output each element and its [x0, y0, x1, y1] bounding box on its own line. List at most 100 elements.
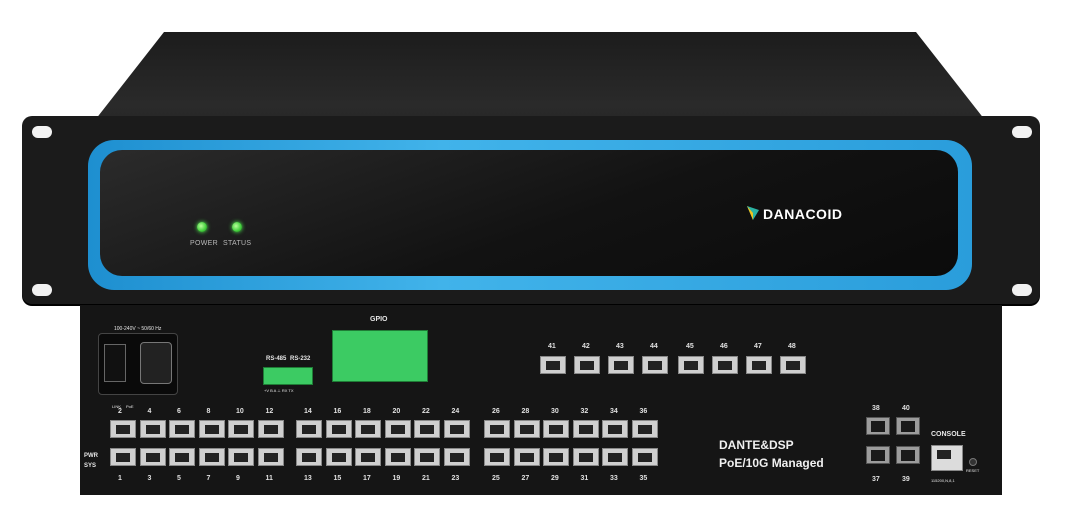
rj45-port-top[interactable]	[414, 420, 440, 438]
port-number-label: 31	[580, 475, 589, 482]
product-name-line2: PoE/10G Managed	[719, 456, 824, 470]
port-number-label: 4	[147, 408, 152, 415]
port-number-label: 19	[392, 475, 401, 482]
rj45-port-bottom[interactable]	[384, 448, 411, 466]
port-number-label: 42	[582, 343, 590, 350]
port-number-label: 35	[639, 475, 648, 482]
rj45-port-top[interactable]	[572, 420, 599, 438]
rj45-port-bottom[interactable]	[414, 448, 440, 466]
back-panel	[80, 305, 1002, 495]
port-number-label: 46	[720, 343, 728, 350]
rj45-port-bottom[interactable]	[325, 448, 352, 466]
port-number-label: 47	[754, 343, 762, 350]
poe-led-label: PoE	[126, 404, 134, 409]
rj45-port-top[interactable]	[296, 420, 322, 438]
rj45-port-upper[interactable]	[780, 356, 806, 374]
pwr-label: PWR	[84, 453, 98, 459]
console-label: CONSOLE	[931, 431, 966, 438]
rj45-port-top[interactable]	[110, 420, 136, 438]
sfp-port-top[interactable]	[866, 417, 890, 435]
rj45-port-upper[interactable]	[678, 356, 704, 374]
port-number-label: 22	[422, 408, 430, 415]
rj45-port-bottom[interactable]	[110, 448, 136, 466]
rj45-port-top[interactable]	[325, 420, 352, 438]
rj45-port-bottom[interactable]	[198, 448, 225, 466]
rj45-port-top[interactable]	[513, 420, 540, 438]
rj45-port-bottom[interactable]	[484, 448, 510, 466]
rj45-port-upper[interactable]	[540, 356, 566, 374]
rj45-port-top[interactable]	[257, 420, 284, 438]
rj45-port-bottom[interactable]	[602, 448, 628, 466]
port-number-label: 28	[521, 408, 530, 415]
rack-ear-hole	[32, 284, 52, 296]
console-baud: 115200,N,8,1	[931, 478, 955, 483]
rj45-port-top[interactable]	[228, 420, 254, 438]
rj45-port-top[interactable]	[602, 420, 628, 438]
sfp-port-top[interactable]	[896, 417, 920, 435]
port-number-label: 18	[363, 408, 371, 415]
sys-label: SYS	[84, 463, 97, 469]
rack-ear-hole	[1012, 126, 1032, 138]
rj45-port-top[interactable]	[355, 420, 381, 438]
power-led	[197, 222, 207, 232]
port-number-label: 13	[304, 475, 312, 482]
brand-logo-icon	[747, 206, 759, 220]
rj45-port-bottom[interactable]	[513, 448, 540, 466]
rj45-port-top[interactable]	[631, 420, 658, 438]
rj45-port-upper[interactable]	[642, 356, 668, 374]
rj45-port-top[interactable]	[543, 420, 569, 438]
port-number-label: 27	[521, 475, 530, 482]
port-number-label: 32	[580, 408, 589, 415]
rj45-port-bottom[interactable]	[169, 448, 195, 466]
port-number-label: 36	[639, 408, 648, 415]
reset-button[interactable]	[969, 458, 977, 466]
power-switch[interactable]	[104, 344, 126, 382]
port-number-label: 7	[206, 475, 211, 482]
rj45-port-bottom[interactable]	[139, 448, 166, 466]
port-number-label: 12	[265, 408, 274, 415]
rj45-port-bottom[interactable]	[443, 448, 470, 466]
rj45-port-upper[interactable]	[712, 356, 738, 374]
port-number-label: 16	[333, 408, 342, 415]
rj45-port-top[interactable]	[384, 420, 411, 438]
sfp-number-label: 37	[872, 476, 880, 483]
port-number-label: 5	[177, 475, 181, 482]
reset-label: RESET	[966, 468, 980, 473]
rj45-port-bottom[interactable]	[543, 448, 569, 466]
front-bezel-glass	[100, 150, 958, 276]
rj45-port-bottom[interactable]	[572, 448, 599, 466]
sfp-port-bottom[interactable]	[866, 446, 890, 464]
port-number-label: 30	[551, 408, 559, 415]
port-number-label: 8	[206, 408, 211, 415]
rj45-port-top[interactable]	[484, 420, 510, 438]
rj45-port-upper[interactable]	[608, 356, 634, 374]
rj45-port-upper[interactable]	[746, 356, 772, 374]
rj45-port-bottom[interactable]	[631, 448, 658, 466]
status-led	[232, 222, 242, 232]
rj45-port-bottom[interactable]	[296, 448, 322, 466]
port-number-label: 24	[451, 408, 460, 415]
rj45-port-top[interactable]	[169, 420, 195, 438]
rack-ear-hole	[32, 126, 52, 138]
port-number-label: 41	[548, 343, 556, 350]
rj45-port-top[interactable]	[443, 420, 470, 438]
port-number-label: 45	[686, 343, 694, 350]
rj45-port-bottom[interactable]	[228, 448, 254, 466]
port-number-label: 44	[650, 343, 658, 350]
port-number-label: 20	[392, 408, 401, 415]
rj45-port-bottom[interactable]	[257, 448, 284, 466]
rj45-port-top[interactable]	[139, 420, 166, 438]
sfp-number-label: 39	[902, 476, 910, 483]
rj45-port-bottom[interactable]	[355, 448, 381, 466]
sfp-port-bottom[interactable]	[896, 446, 920, 464]
serial-terminal-block[interactable]	[263, 367, 313, 385]
port-number-label: 33	[610, 475, 618, 482]
console-port[interactable]	[931, 445, 963, 471]
rj45-port-top[interactable]	[198, 420, 225, 438]
brand-name: DANACOID	[763, 206, 843, 222]
port-number-label: 43	[616, 343, 624, 350]
rs232-label: RS-232	[290, 356, 311, 362]
rj45-port-upper[interactable]	[574, 356, 600, 374]
port-number-label: 11	[265, 475, 273, 482]
gpio-terminal-block[interactable]	[332, 330, 428, 382]
